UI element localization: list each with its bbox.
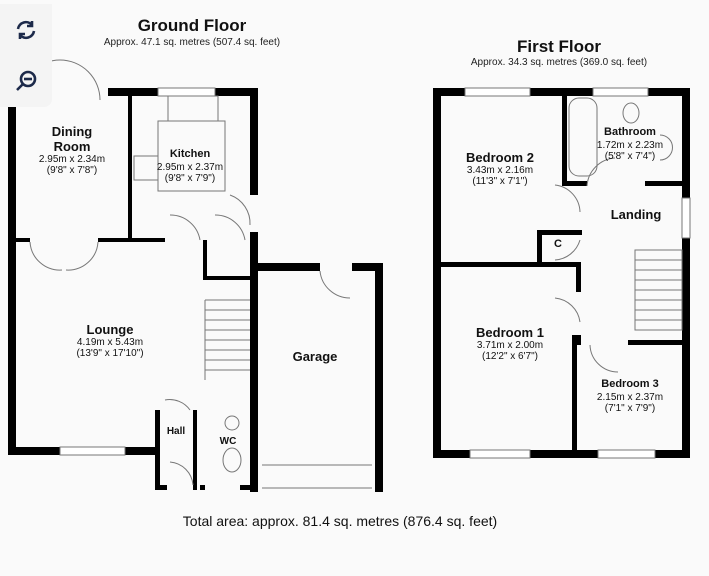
room-bathroom: Bathroom 1.72m x 2.23m (5'8" x 7'4"): [590, 125, 670, 162]
room-kitchen: Kitchen 2.95m x 2.37m (9'8" x 7'9"): [140, 147, 240, 184]
room-dining-room: Dining Room 2.95m x 2.34m (9'8" x 7'8"): [20, 124, 124, 176]
room-bedroom-2: Bedroom 2 3.43m x 2.16m (11'3" x 7'1"): [445, 150, 555, 187]
room-name: Bedroom 2: [466, 150, 534, 165]
room-metric: 3.71m x 2.00m: [476, 340, 544, 351]
zoom-out-button[interactable]: [0, 55, 52, 107]
room-imperial: (13'9" x 17'10"): [76, 348, 144, 359]
room-metric: 3.43m x 2.16m: [466, 165, 534, 176]
room-metric: 1.72m x 2.23m: [596, 140, 664, 151]
room-imperial: (7'1" x 7'9"): [604, 403, 656, 414]
room-imperial: (11'3" x 7'1"): [472, 176, 528, 187]
room-name: Bedroom 1: [476, 325, 544, 340]
room-metric: 2.95m x 2.34m: [38, 154, 106, 165]
room-metric: 2.95m x 2.37m: [156, 162, 224, 173]
ground-floor-fixtures: [19, 59, 372, 489]
rotate-icon: [16, 20, 36, 40]
room-bedroom-1: Bedroom 1 3.71m x 2.00m (12'2" x 6'7"): [455, 325, 565, 362]
room-garage: Garage: [292, 349, 338, 364]
ground-floor-area: Approx. 47.1 sq. metres (507.4 sq. feet): [103, 37, 281, 48]
room-imperial: (5'8" x 7'4"): [604, 151, 656, 162]
zoom-out-icon: [16, 70, 37, 91]
total-area: Total area: approx. 81.4 sq. metres (876…: [182, 513, 498, 529]
room-name: Bedroom 3: [601, 378, 659, 390]
ground-floor-title: Ground Floor: [137, 16, 247, 35]
room-name: Lounge: [86, 322, 134, 337]
room-name: Kitchen: [169, 148, 211, 160]
room-wc: WC: [219, 436, 237, 447]
room-hall: Hall: [166, 426, 186, 437]
room-metric: 2.15m x 2.37m: [596, 392, 664, 403]
room-landing: Landing: [610, 207, 662, 222]
room-name: Bathroom: [604, 126, 656, 138]
room-cupboard: C: [554, 238, 562, 250]
room-lounge: Lounge 4.19m x 5.43m (13'9" x 17'10"): [50, 322, 170, 359]
room-imperial: (12'2" x 6'7"): [482, 351, 538, 362]
room-imperial: (9'8" x 7'8"): [46, 165, 98, 176]
first-floor-fixtures: [464, 87, 691, 459]
rotate-button[interactable]: [0, 4, 52, 57]
room-name: Dining Room: [51, 124, 93, 154]
room-imperial: (9'8" x 7'9"): [164, 173, 216, 184]
first-floor-area: Approx. 34.3 sq. metres (369.0 sq. feet): [470, 57, 648, 68]
room-bedroom-3: Bedroom 3 2.15m x 2.37m (7'1" x 7'9"): [582, 377, 678, 414]
first-floor-walls: [433, 88, 690, 458]
ground-floor-walls: [8, 88, 383, 492]
first-floor-title: First Floor: [516, 37, 602, 56]
room-metric: 4.19m x 5.43m: [76, 337, 144, 348]
